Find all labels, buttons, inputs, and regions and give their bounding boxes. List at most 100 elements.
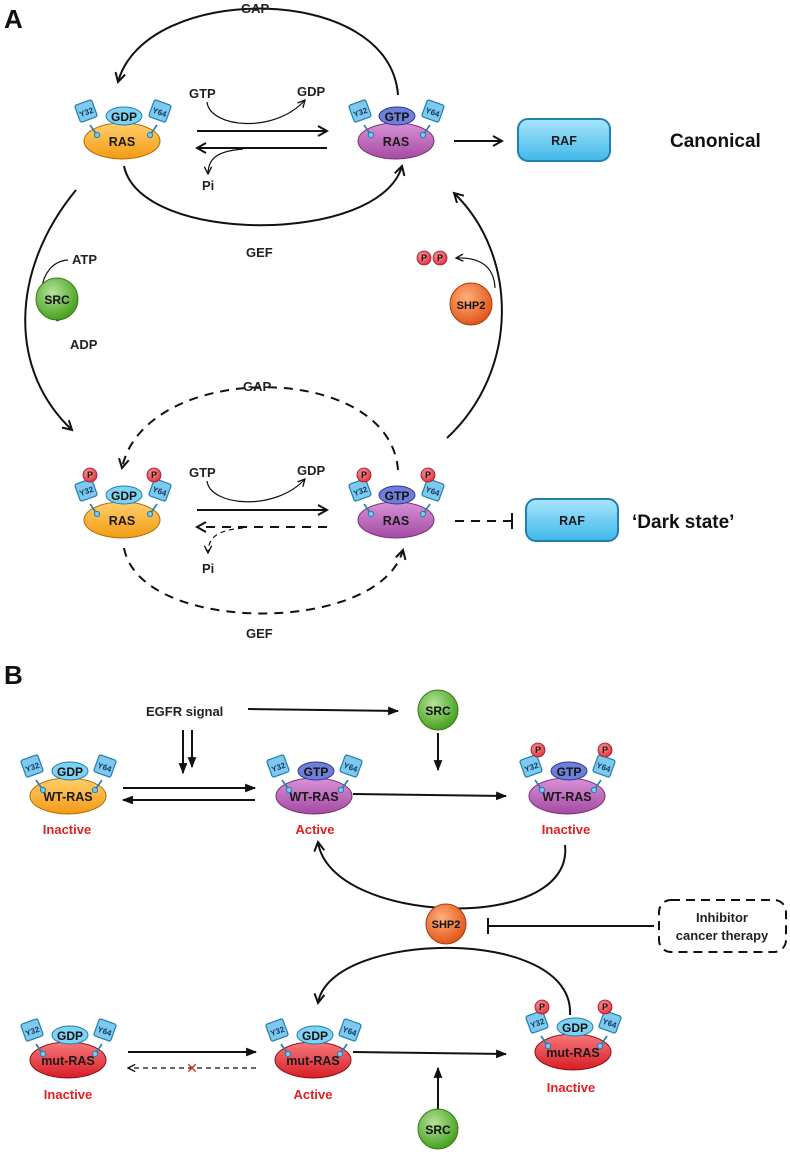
shp2-enzyme-a: SHP2 (449, 282, 493, 326)
tyrosine-y32 (525, 1010, 549, 1034)
ras-label: RAS (109, 135, 135, 149)
gdp-cap (51, 761, 89, 781)
src-label: SRC (425, 1123, 451, 1137)
gdp-cap (51, 1025, 89, 1045)
panel-label-a: A (4, 4, 23, 34)
phosphate-y32 (82, 467, 98, 483)
phosphate-y32 (534, 999, 550, 1015)
wt-inactive-label: Inactive (43, 822, 91, 837)
egfr-to-src-arrow (247, 706, 400, 716)
atp-label: ATP (72, 252, 97, 267)
phosphate-circle (416, 250, 432, 266)
gap-label-dark: GAP (243, 379, 272, 394)
wt-active-label: Active (295, 822, 334, 837)
svg-text:P: P (535, 745, 541, 755)
src-enzyme-a: SRC (35, 277, 79, 321)
inhibitor-box (658, 899, 787, 953)
tyrosine-y64 (598, 1010, 622, 1034)
state-label-canonical: Canonical (670, 131, 761, 152)
gdp-label-canonical: GDP (297, 84, 326, 99)
phosphate-y32 (356, 467, 372, 483)
shp2-dephosphorylation-arrow (446, 193, 503, 439)
gdp-cap (296, 1025, 334, 1045)
gef-label-canonical: GEF (246, 245, 273, 260)
tyrosine-y64 (339, 754, 363, 778)
svg-text:P: P (151, 470, 157, 480)
tyrosine-y64 (592, 754, 616, 778)
wt-ras-gdp-inactive: WT-RAS GDP Y32 Y64 (20, 754, 117, 815)
gtp-label-dark: GTP (189, 465, 216, 480)
gdp-cap-label: GDP (57, 1029, 83, 1043)
ras-gtp-canonical: RAS GTP Y32 Y64 (348, 99, 445, 160)
svg-text:P: P (425, 470, 431, 480)
gdp-cap-label: GDP (562, 1021, 588, 1035)
tyrosine-y32 (74, 478, 98, 502)
gap-label-canonical: GAP (241, 1, 270, 16)
tyrosine-y32 (348, 478, 372, 502)
ras-label: WT-RAS (43, 790, 92, 804)
tyrosine-y64 (148, 478, 172, 502)
gtp-cap (378, 485, 416, 505)
svg-text:P: P (602, 745, 608, 755)
egfr-signal-label: EGFR signal (146, 704, 223, 719)
adp-label: ADP (70, 337, 98, 352)
gtp-label-canonical: GTP (189, 86, 216, 101)
ras-label: mut-RAS (546, 1046, 599, 1060)
gtp-cap (550, 761, 588, 781)
ras-label: WT-RAS (542, 790, 591, 804)
state-label-dark: ‘Dark state’ (632, 512, 734, 533)
ras-label: RAS (383, 135, 409, 149)
mut-ras-gdp-phosphorylated: mut-RAS GDP Y32 P Y64 P (525, 999, 622, 1071)
ras-label: WT-RAS (289, 790, 338, 804)
raf-label: RAF (559, 514, 585, 528)
pi-label-dark: Pi (202, 561, 214, 576)
gtp-cap (297, 761, 335, 781)
tyrosine-y64 (93, 1018, 117, 1042)
tyrosine-y64 (421, 99, 445, 123)
gdp-cap-label: GDP (57, 765, 83, 779)
tyrosine-y32 (20, 754, 44, 778)
shp2-label: SHP2 (457, 300, 486, 312)
shp2-enzyme-b: SHP2 (425, 903, 467, 945)
gtp-cap-label: GTP (557, 765, 582, 779)
tyrosine-y32 (265, 1018, 289, 1042)
svg-text:P: P (539, 1002, 545, 1012)
raf-dark: RAF (525, 498, 619, 542)
gtp-gdp-exchange-dark (206, 479, 305, 503)
wt-ras-gtp-phosphorylated: WT-RAS GTP Y32 P Y64 P (519, 742, 616, 815)
ras-label: mut-RAS (41, 1054, 94, 1068)
shp2-label: SHP2 (432, 919, 461, 931)
mut-inactive-phospho-label: Inactive (547, 1080, 595, 1095)
ras-gtp-dark: RAS GTP Y32 P Y64 P (348, 467, 445, 539)
tyrosine-y64 (148, 99, 172, 123)
phosphate-y64 (146, 467, 162, 483)
gtp-gdp-exchange-canonical (206, 100, 305, 125)
blocked-x-mark: ✕ (186, 1061, 198, 1077)
src-circle (35, 277, 79, 321)
src-phosphorylation-arrow (24, 189, 77, 430)
wt-ras-gtp-active: WT-RAS GTP Y32 Y64 (266, 754, 363, 815)
pi-release-canonical (208, 148, 244, 174)
phosphate-y64 (420, 467, 436, 483)
tyrosine-y32 (20, 1018, 44, 1042)
mut-ras-gdp-active: mut-RAS GDP Y32 Y64 (265, 1018, 362, 1079)
mut-phosphorylation-arrow (352, 1049, 508, 1059)
gtp-cap-label: GTP (385, 489, 410, 503)
gef-arrow-canonical (123, 166, 402, 227)
tyrosine-y32 (266, 754, 290, 778)
gdp-cap-label: GDP (302, 1029, 328, 1043)
raf-label: RAF (551, 134, 577, 148)
phosphate-release-arrow (456, 258, 496, 289)
wt-phosphorylation-arrow (352, 791, 508, 801)
gtp-cap (378, 106, 416, 126)
src-enzyme-b-top: SRC (417, 689, 459, 731)
shp2-circle (449, 282, 493, 326)
raf-box (525, 498, 619, 542)
mut-ras-gdp-inactive: mut-RAS GDP Y32 Y64 (20, 1018, 117, 1079)
gdp-cap-label: GDP (111, 489, 137, 503)
shp2-wt-dephosphorylation-arrow (318, 842, 567, 910)
gap-arrow-canonical (118, 7, 399, 96)
raf-box (517, 118, 611, 162)
phosphate-y32 (530, 742, 546, 758)
